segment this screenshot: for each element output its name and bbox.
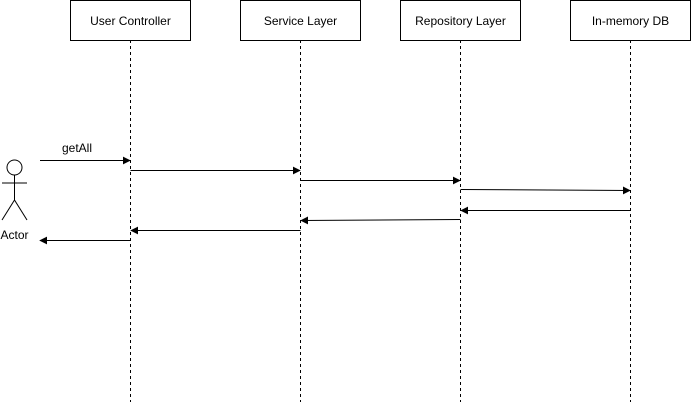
- participant-service-layer[interactable]: Service Layer: [240, 0, 361, 402]
- message-label-1: getAll: [62, 141, 92, 155]
- participant-label-in-memory-db: In-memory DB: [592, 14, 669, 28]
- participant-user-controller[interactable]: User Controller: [70, 0, 191, 402]
- messages: getAll: [39, 141, 631, 245]
- participant-label-repository-layer: Repository Layer: [415, 14, 506, 28]
- participant-box-repository-layer[interactable]: [400, 0, 521, 41]
- participant-box-user-controller[interactable]: [70, 0, 191, 41]
- actor-label: Actor: [0, 228, 28, 242]
- message-arrow-4[interactable]: [460, 186, 631, 195]
- participant-box-in-memory-db[interactable]: [570, 0, 691, 41]
- participant-label-user-controller: User Controller: [90, 14, 171, 28]
- participant-label-service-layer: Service Layer: [264, 14, 337, 28]
- participant-repository-layer[interactable]: Repository Layer: [400, 0, 521, 402]
- participant-in-memory-db[interactable]: In-memory DB: [570, 0, 691, 402]
- message-arrow-6[interactable]: [300, 216, 461, 225]
- actor[interactable]: Actor: [0, 159, 29, 242]
- participant-box-service-layer[interactable]: [240, 0, 361, 41]
- actor-icon: [1, 159, 28, 221]
